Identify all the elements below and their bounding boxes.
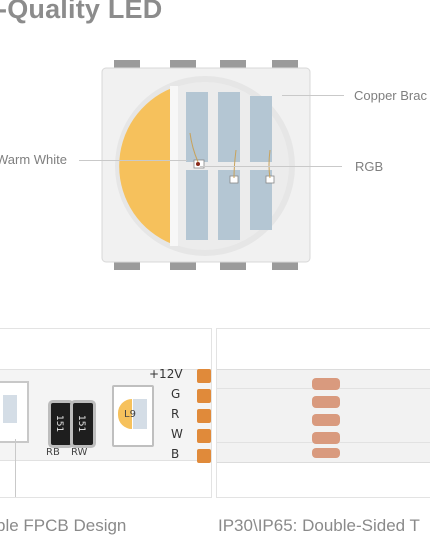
strip-body bbox=[0, 369, 211, 461]
copper-callout: Copper Brac bbox=[354, 88, 427, 103]
pin-label-b: B bbox=[171, 447, 180, 461]
resistor-rb: 151 bbox=[51, 403, 71, 445]
pin-label-w: W bbox=[171, 427, 183, 441]
resistor-label-rb: RB bbox=[46, 447, 60, 458]
led-chip-partial bbox=[0, 381, 29, 443]
warm-white-leader-line bbox=[79, 160, 187, 161]
ip-caption: IP30\IP65: Double-Sided T bbox=[218, 516, 420, 535]
resistor-rw: 151 bbox=[73, 403, 93, 445]
copper-leader-line bbox=[282, 95, 344, 96]
warm-white-callout: Warm White bbox=[0, 152, 68, 167]
led-label: L9 bbox=[124, 409, 136, 420]
solder-pads bbox=[193, 367, 211, 463]
fpcb-panel: 151 151 RB RW L9 +12V G R W B bbox=[0, 328, 212, 498]
page-title: -Quality LED bbox=[0, 0, 163, 24]
fpcb-caption: ble FPCB Design bbox=[0, 516, 127, 535]
led-chip-l9 bbox=[112, 385, 154, 447]
pin-label-12v: +12V bbox=[149, 367, 183, 381]
led-chip-illustration bbox=[101, 60, 311, 270]
rgb-leader-line bbox=[200, 166, 342, 167]
rgb-callout: RGB bbox=[355, 159, 384, 174]
pin-label-r: R bbox=[171, 407, 180, 421]
coated-strip bbox=[217, 369, 430, 463]
resistor-label-rw: RW bbox=[71, 447, 88, 458]
pin-label-g: G bbox=[171, 387, 181, 401]
ip-rating-panel bbox=[216, 328, 430, 498]
fpcb-leader-line bbox=[15, 439, 16, 497]
